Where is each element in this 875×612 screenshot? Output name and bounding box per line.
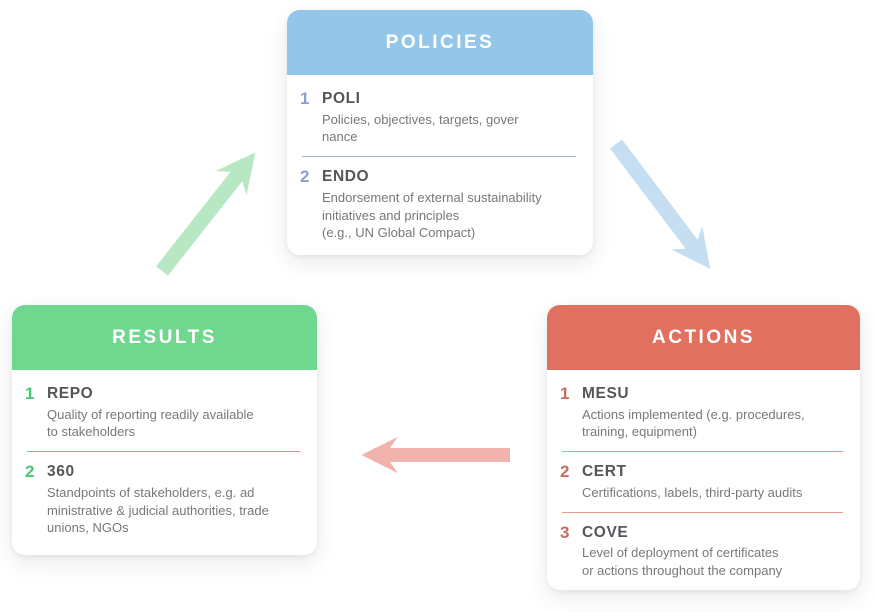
item-number: 1 [300, 89, 310, 108]
item-code: COVE [582, 523, 629, 541]
actions-card-header: ACTIONS [547, 305, 860, 370]
item-divider [562, 511, 843, 513]
list-item-poli: 1 POLI Policies, objectives, targets, go… [300, 89, 578, 146]
item-code: REPO [47, 385, 94, 402]
results-card-title: RESULTS [112, 326, 217, 348]
list-item-endo: 2 ENDO Endorsement of external sustainab… [300, 167, 578, 242]
actions-card: ACTIONS 1 MESU Actions implemented (e.g.… [547, 305, 860, 590]
item-description: Standpoints of stakeholders, e.g. ad min… [47, 484, 269, 536]
list-item-360: 2 360 Standpoints of stakeholders, e.g. … [25, 462, 302, 537]
actions-card-title: ACTIONS [652, 326, 755, 348]
item-code: 360 [47, 463, 75, 481]
item-code: ENDO [322, 168, 370, 186]
item-description: Actions implemented (e.g. procedures, tr… [582, 406, 805, 440]
item-divider [302, 156, 576, 158]
list-item-cove: 3 COVE Level of deployment of certificat… [560, 522, 845, 580]
item-number: 3 [560, 522, 570, 542]
item-description: Quality of reporting readily available t… [47, 406, 254, 440]
policies-card: POLICIES 1 POLI Policies, objectives, ta… [287, 10, 593, 255]
item-divider [27, 451, 300, 453]
item-number: 2 [300, 167, 310, 187]
list-item-repo: 1 REPO Quality of reporting readily avai… [25, 384, 302, 441]
item-description: Level of deployment of certificates or a… [582, 545, 783, 579]
item-description: Policies, objectives, targets, gover nan… [322, 111, 519, 145]
arrow-policies-to-actions [610, 139, 711, 269]
results-card-header: RESULTS [12, 305, 317, 370]
item-number: 1 [560, 384, 570, 403]
item-code: MESU [582, 385, 630, 402]
policies-card-header: POLICIES [287, 10, 593, 75]
results-card-body: 1 REPO Quality of reporting readily avai… [12, 370, 317, 549]
item-divider [562, 451, 843, 453]
arrow-results-to-policies [156, 152, 256, 276]
list-item-cert: 2 CERT Certifications, labels, third-par… [560, 462, 845, 501]
item-description: Certifications, labels, third-party audi… [582, 484, 803, 500]
policies-card-title: POLICIES [385, 31, 495, 53]
item-number: 2 [25, 462, 35, 482]
list-item-mesu: 1 MESU Actions implemented (e.g. procedu… [560, 384, 845, 441]
item-number: 2 [560, 462, 570, 482]
item-description: Endorsement of external sustainability i… [322, 189, 542, 241]
item-code: CERT [582, 463, 627, 481]
actions-card-body: 1 MESU Actions implemented (e.g. procedu… [547, 370, 860, 592]
item-code: POLI [322, 90, 361, 107]
policies-card-body: 1 POLI Policies, objectives, targets, go… [287, 75, 593, 254]
results-card: RESULTS 1 REPO Quality of reporting read… [12, 305, 317, 555]
item-number: 1 [25, 384, 35, 403]
